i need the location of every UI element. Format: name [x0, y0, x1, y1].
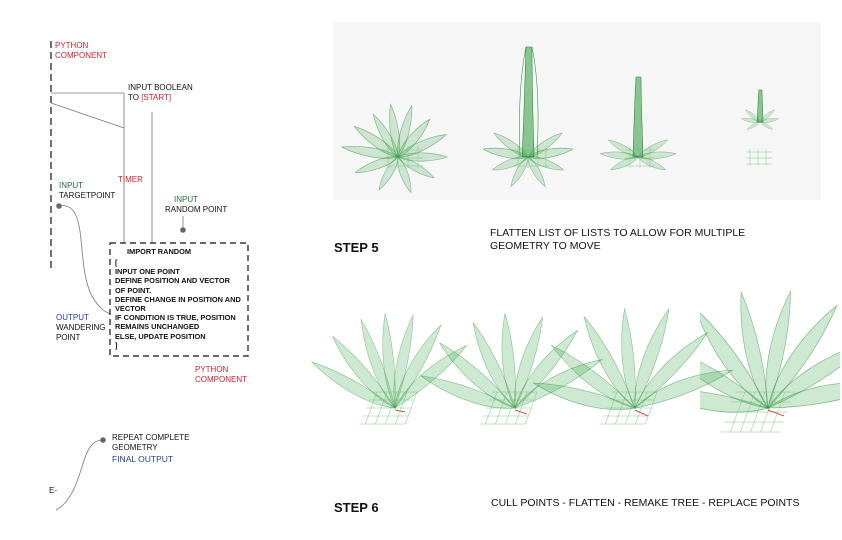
- python-component-top-label: PYTHON COMPONENT: [55, 41, 107, 61]
- python-component-bottom-label: PYTHON COMPONENT: [195, 365, 247, 385]
- output-kind: OUTPUT: [56, 313, 89, 322]
- input-random-label: INPUT RANDOM POINT: [165, 195, 227, 215]
- code-line: DEFINE CHANGE IN POSITION AND: [115, 294, 241, 304]
- geometry-line: GEOMETRY: [112, 443, 158, 452]
- code-line: [: [115, 258, 118, 267]
- step6-label: STEP 6: [334, 500, 379, 515]
- step5-render-panel: [333, 22, 821, 200]
- python-code-block: [ INPUT ONE POINT DEFINE POSITION AND VE…: [115, 258, 241, 350]
- code-line: REMAINS UNCHANGED: [115, 322, 200, 332]
- step6-render-4: [700, 290, 840, 421]
- code-line: VECTOR: [115, 304, 146, 314]
- input-kind: INPUT: [174, 195, 198, 204]
- random-point-name: RANDOM POINT: [165, 205, 228, 214]
- code-line: ]: [115, 340, 118, 350]
- import-random-title: IMPORT RANDOM: [127, 247, 192, 256]
- step5-caption: FLATTEN LIST OF LISTS TO ALLOW FOR MULTI…: [490, 227, 745, 253]
- to-text: TO: [128, 93, 142, 102]
- code-line: OF POINT.: [115, 285, 152, 295]
- repeat-line: REPEAT COMPLETE: [112, 433, 190, 442]
- plant-render-4: [740, 89, 780, 132]
- output-line: WANDERING: [56, 323, 106, 332]
- caption-line: FLATTEN LIST OF LISTS TO ALLOW FOR MULTI…: [490, 227, 746, 239]
- step6-caption: CULL POINTS - FLATTEN - REMAKE TREE - RE…: [491, 497, 800, 509]
- component-label-line: COMPONENT: [55, 51, 107, 60]
- code-line: IF CONDITION IS TRUE, POSITION: [115, 313, 236, 323]
- timer-label: TIMER: [118, 175, 143, 184]
- start-text: [START]: [141, 93, 172, 102]
- step5-plant-renders: [340, 46, 780, 195]
- input-boolean-label: INPUT BOOLEAN TO [START]: [128, 83, 193, 103]
- python-label-line: PYTHON: [55, 41, 89, 50]
- to-start-line: TO [START]: [128, 93, 193, 103]
- input-boolean-line: INPUT BOOLEAN: [128, 83, 193, 92]
- step5-label: STEP 5: [334, 240, 379, 255]
- final-output-label: FINAL OUTPUT: [112, 454, 174, 464]
- repeat-geometry-label: REPEAT COMPLETE GEOMETRY: [112, 433, 190, 453]
- targetpoint-name: TARGETPOINT: [59, 191, 116, 200]
- code-line: INPUT ONE POINT: [115, 267, 180, 277]
- input-target-label: INPUT TARGETPOINT: [59, 181, 115, 201]
- output-label: OUTPUT WANDERING POINT: [56, 313, 105, 343]
- output-line: POINT: [56, 333, 81, 342]
- component-label-line: COMPONENT: [195, 375, 247, 384]
- code-line: ELSE, UPDATE POSITION: [115, 331, 206, 341]
- plant-render-2: [481, 46, 575, 189]
- plant-render-3: [599, 76, 677, 173]
- caption-line: GEOMETRY TO MOVE: [490, 240, 601, 252]
- e-label: E-: [49, 486, 57, 495]
- python-label-line: PYTHON: [195, 365, 229, 374]
- code-line: DEFINE POSITION AND VECTOR: [115, 276, 230, 286]
- input-kind: INPUT: [59, 181, 83, 190]
